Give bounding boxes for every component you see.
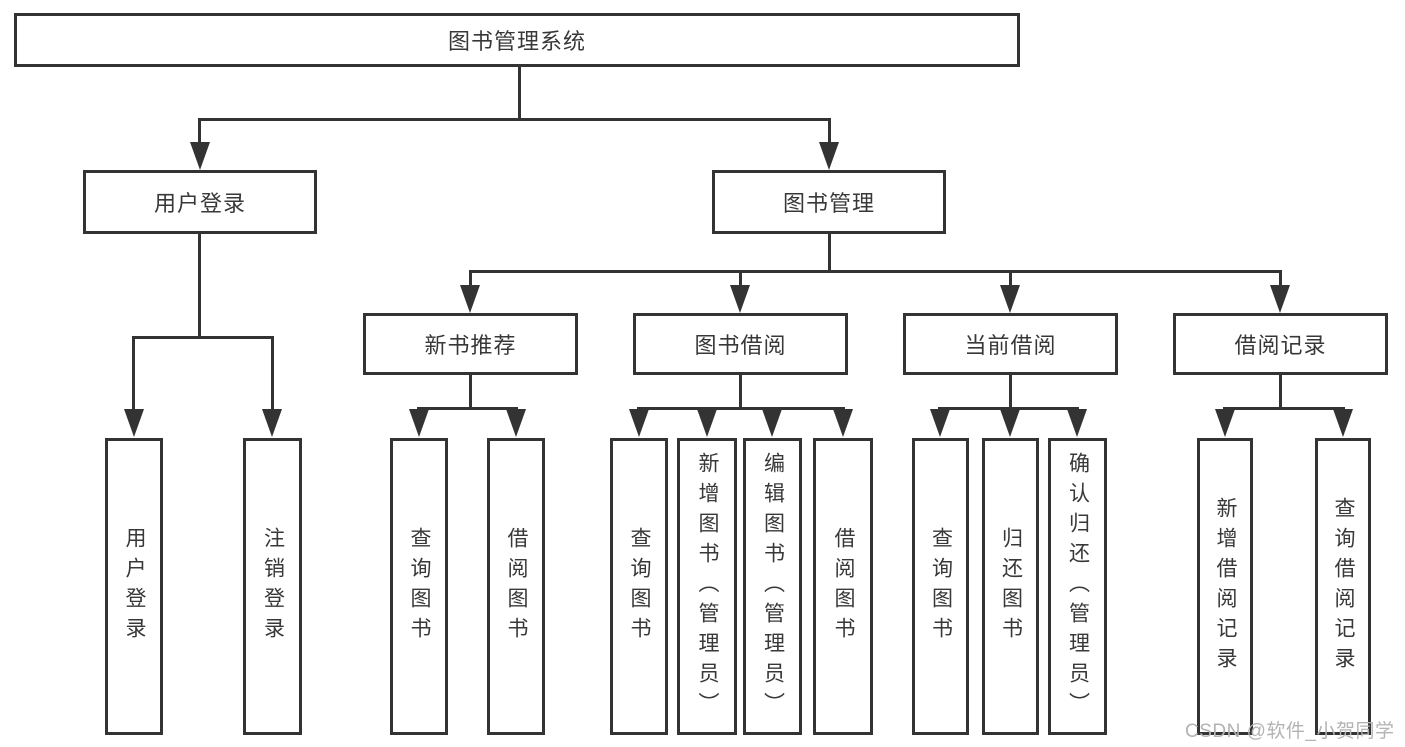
arrow-down-icon [1000, 409, 1020, 437]
node-label: 编辑图书（管理员） [761, 451, 785, 722]
node-new-book-recommendation: 新书推荐 [363, 313, 578, 375]
arrow-down-icon [1000, 285, 1020, 313]
node-root-library-system: 图书管理系统 [14, 13, 1020, 67]
node-label: 注销登录 [261, 526, 285, 647]
arrow-down-icon [460, 285, 480, 313]
edge-user-login-rail [132, 336, 274, 339]
node-label: 图书借阅 [694, 333, 787, 358]
edge-to-current-borrow [1009, 270, 1012, 286]
node-book-borrowing: 图书借阅 [633, 313, 848, 375]
node-label: 借阅图书 [832, 526, 855, 647]
leaf-return-book: 归还图书 [982, 438, 1039, 735]
arrow-down-icon [629, 409, 649, 437]
leaf-user-login: 用户登录 [105, 438, 163, 735]
node-label: 新增借阅记录 [1214, 496, 1237, 677]
arrow-down-icon [730, 285, 750, 313]
node-label: 图书管理系统 [447, 29, 586, 54]
edge-new-book-rail [417, 407, 518, 410]
node-label: 新书推荐 [424, 333, 517, 358]
edge-to-leaf-logout [271, 336, 274, 409]
edge-to-leaf-user-login [132, 336, 135, 409]
edge-to-borrow-records [1279, 270, 1282, 286]
edge-to-new-book [469, 270, 472, 286]
node-label: 图书管理 [782, 191, 875, 216]
edge-to-book-borrow [739, 270, 742, 286]
node-label: 借阅图书 [505, 526, 528, 647]
arrow-down-icon [930, 409, 950, 437]
leaf-add-borrow-record: 新增借阅记录 [1197, 438, 1253, 735]
leaf-edit-book-admin: 编辑图书（管理员） [743, 438, 802, 735]
edge-to-book-management [828, 118, 831, 144]
arrow-down-icon [833, 409, 853, 437]
edge-root-rail [198, 118, 831, 121]
node-label: 查询图书 [628, 526, 651, 647]
arrow-down-icon [1215, 409, 1235, 437]
edge-borrow-records-stem [1279, 375, 1282, 409]
arrow-down-icon [190, 142, 210, 170]
leaf-confirm-return-admin: 确认归还（管理员） [1048, 438, 1107, 735]
node-label: 查询借阅记录 [1332, 496, 1355, 677]
node-label: 归还图书 [999, 526, 1023, 647]
leaf-borrow-books: 借阅图书 [813, 438, 873, 735]
edge-user-login-stem [198, 233, 201, 338]
node-label: 用户登录 [123, 526, 146, 647]
node-label: 当前借阅 [964, 333, 1057, 358]
edge-borrow-records-rail [1223, 407, 1345, 410]
arrow-down-icon [409, 409, 429, 437]
arrow-down-icon [1333, 409, 1353, 437]
node-label: 确认归还（管理员） [1066, 451, 1090, 722]
edge-book-borrow-stem [739, 375, 742, 409]
edge-current-borrow-stem [1009, 375, 1012, 409]
leaf-borrow-books-recommend: 借阅图书 [487, 438, 545, 735]
arrow-down-icon [1067, 409, 1087, 437]
leaf-query-books-recommend: 查询图书 [390, 438, 448, 735]
node-current-borrowing: 当前借阅 [903, 313, 1118, 375]
node-label: 新增图书（管理员） [696, 451, 719, 722]
node-label: 查询图书 [408, 526, 431, 647]
node-book-management: 图书管理 [712, 170, 946, 234]
node-label: 查询图书 [929, 526, 953, 647]
leaf-logout: 注销登录 [243, 438, 302, 735]
arrow-down-icon [124, 409, 144, 437]
arrow-down-icon [762, 409, 782, 437]
leaf-query-books-borrow: 查询图书 [610, 438, 668, 735]
node-borrowing-records: 借阅记录 [1173, 313, 1388, 375]
csdn-watermark: CSDN @软件_小贺同学 [1185, 721, 1395, 742]
leaf-query-books-current: 查询图书 [912, 438, 969, 735]
arrow-down-icon [819, 142, 839, 170]
arrow-down-icon [262, 409, 282, 437]
edge-book-mgmt-stem [828, 233, 831, 272]
arrow-down-icon [697, 409, 717, 437]
edge-root-stem [518, 66, 521, 120]
edge-to-user-login [198, 118, 201, 144]
leaf-query-borrow-record: 查询借阅记录 [1315, 438, 1371, 735]
edge-book-borrow-rail [637, 407, 845, 410]
leaf-add-book-admin: 新增图书（管理员） [677, 438, 737, 735]
arrow-down-icon [1270, 285, 1290, 313]
edge-current-borrow-rail [938, 407, 1079, 410]
node-label: 借阅记录 [1234, 333, 1327, 358]
arrow-down-icon [506, 409, 526, 437]
node-user-login: 用户登录 [83, 170, 317, 234]
edge-book-mgmt-rail [469, 270, 1282, 273]
node-label: 用户登录 [153, 191, 246, 216]
edge-new-book-stem [469, 375, 472, 409]
